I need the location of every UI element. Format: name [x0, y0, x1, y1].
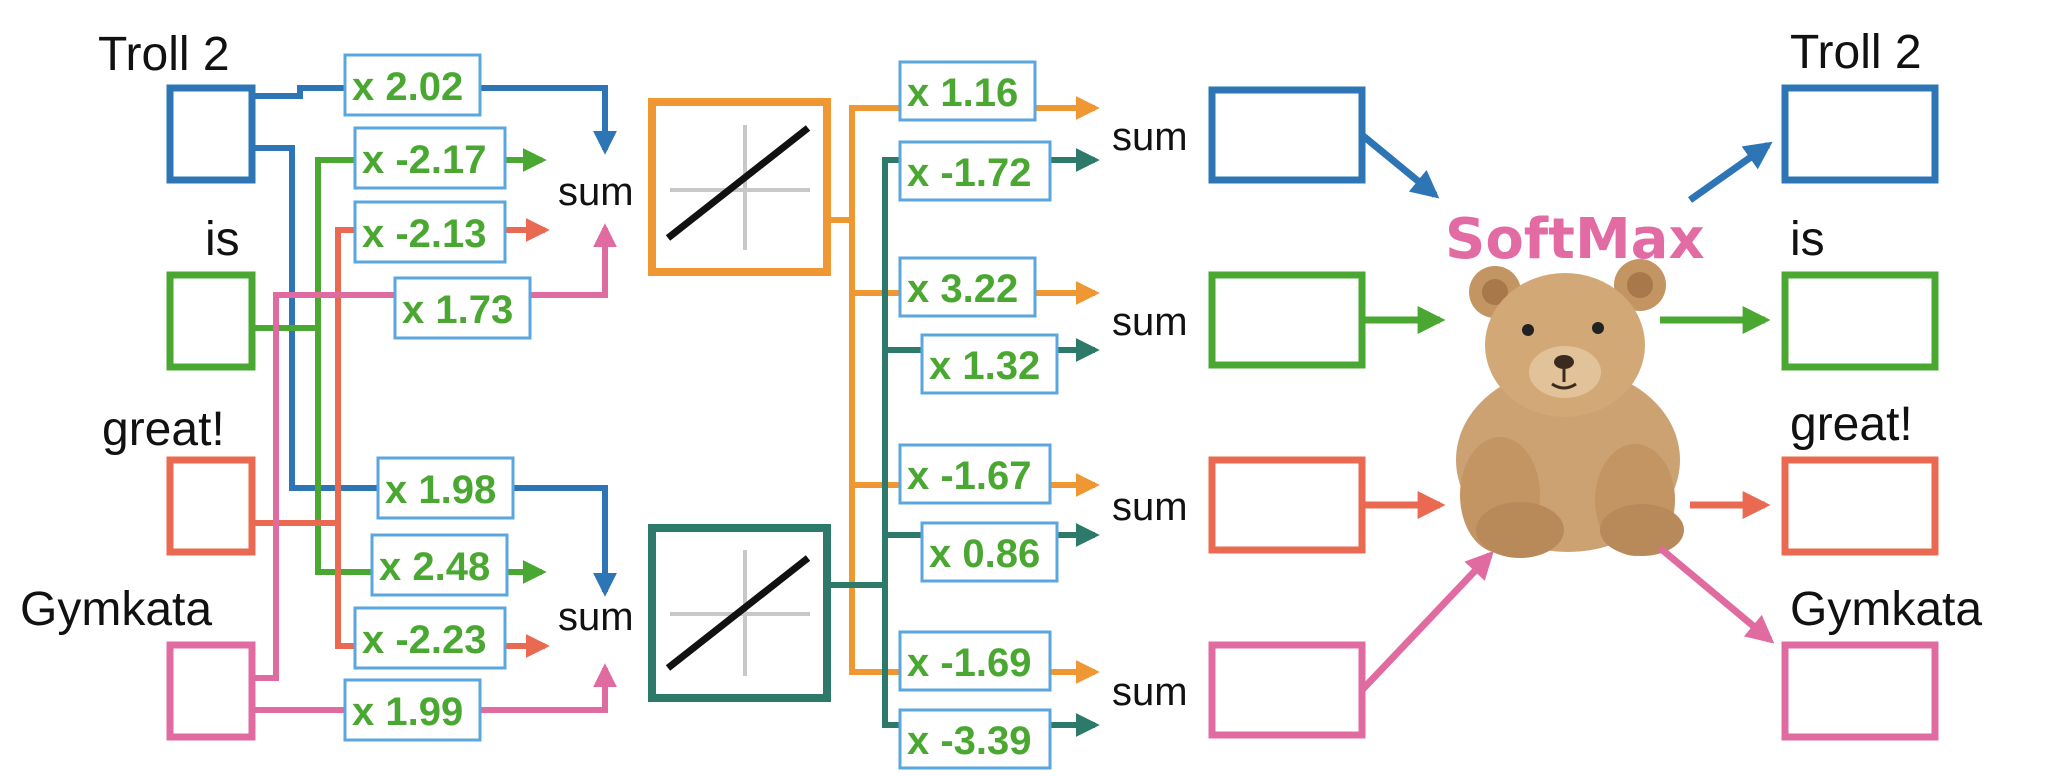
weight-out-5: x -1.67 — [907, 454, 1032, 498]
wire-troll2-bottom — [252, 145, 617, 597]
input-box-gymkata — [166, 641, 256, 741]
weight-box-out-8: x -3.39 — [898, 708, 1052, 770]
weight-box-out-7: x -1.69 — [898, 630, 1052, 692]
hidden-sum-bottom: sum — [558, 595, 634, 639]
weight-in-2: x -2.17 — [362, 138, 487, 182]
weight-box-out-1: x 1.16 — [898, 60, 1037, 122]
weight-in-4: x 1.73 — [402, 288, 513, 332]
output-box-gymkata — [1781, 641, 1939, 741]
input-box-is — [166, 271, 256, 371]
weight-box-out-5: x -1.67 — [898, 443, 1052, 505]
output-word-gymkata: Gymkata — [1790, 583, 1982, 636]
input-word-troll2: Troll 2 — [98, 28, 230, 81]
activation-box-top — [648, 98, 831, 276]
weight-in-7: x -2.23 — [362, 618, 487, 662]
input-box-troll2 — [166, 84, 256, 184]
weight-box-in-2: x -2.17 — [353, 126, 507, 190]
input-word-gymkata: Gymkata — [20, 583, 212, 636]
wire-troll2-top — [252, 85, 617, 155]
arrow-sum1-to-softmax — [1359, 132, 1440, 199]
weight-in-1: x 2.02 — [352, 65, 463, 109]
hidden-sum-top: sum — [558, 170, 634, 214]
output-word-is: is — [1790, 213, 1825, 266]
wire-gymkata-top — [252, 223, 617, 681]
input-word-great: great! — [102, 403, 225, 456]
input-word-is: is — [205, 213, 240, 266]
weight-box-in-8: x 1.99 — [343, 678, 482, 742]
weight-box-out-6: x 0.86 — [920, 521, 1059, 583]
weight-in-5: x 1.98 — [385, 468, 496, 512]
weight-box-in-1: x 2.02 — [343, 53, 482, 117]
weight-in-3: x -2.13 — [362, 212, 487, 256]
input-box-great — [166, 456, 256, 556]
weight-out-6: x 0.86 — [929, 532, 1040, 576]
weight-box-out-3: x 3.22 — [898, 256, 1037, 318]
output-sum-2: sum — [1112, 300, 1188, 344]
weight-box-in-4: x 1.73 — [393, 276, 532, 340]
output-sum-3: sum — [1112, 485, 1188, 529]
weight-out-4: x 1.32 — [929, 344, 1040, 388]
output-box-is — [1781, 271, 1939, 371]
output-sum-4: sum — [1112, 670, 1188, 714]
arrow-softmax-to-out4 — [1657, 545, 1775, 644]
output-box-great — [1781, 456, 1939, 556]
weight-out-2: x -1.72 — [907, 151, 1032, 195]
weight-out-1: x 1.16 — [907, 71, 1018, 115]
output-word-great: great! — [1790, 398, 1913, 451]
output-sum-box-1 — [1208, 86, 1366, 184]
output-sum-box-4 — [1208, 641, 1366, 739]
weight-in-8: x 1.99 — [352, 690, 463, 734]
weight-out-8: x -3.39 — [907, 719, 1032, 763]
weight-box-out-2: x -1.72 — [898, 140, 1052, 202]
arrow-sum4-to-softmax — [1359, 550, 1494, 693]
activation-box-bottom — [648, 524, 831, 702]
output-word-troll2: Troll 2 — [1790, 26, 1922, 79]
output-sum-1: sum — [1112, 115, 1188, 159]
output-sum-box-2 — [1208, 271, 1366, 369]
arrow-softmax-to-out1 — [1687, 141, 1773, 203]
weight-out-3: x 3.22 — [907, 267, 1018, 311]
weight-box-in-3: x -2.13 — [353, 200, 507, 264]
output-box-troll2 — [1781, 84, 1939, 184]
weight-box-out-4: x 1.32 — [920, 333, 1059, 395]
weight-box-in-6: x 2.48 — [370, 533, 509, 597]
weight-box-in-5: x 1.98 — [376, 456, 515, 520]
weight-in-6: x 2.48 — [379, 545, 490, 589]
teddy-bear-icon — [1456, 259, 1684, 558]
weight-box-in-7: x -2.23 — [353, 606, 507, 670]
output-sum-box-3 — [1208, 456, 1366, 554]
weight-out-7: x -1.69 — [907, 641, 1032, 685]
softmax-label: SoftMax — [1445, 207, 1705, 272]
